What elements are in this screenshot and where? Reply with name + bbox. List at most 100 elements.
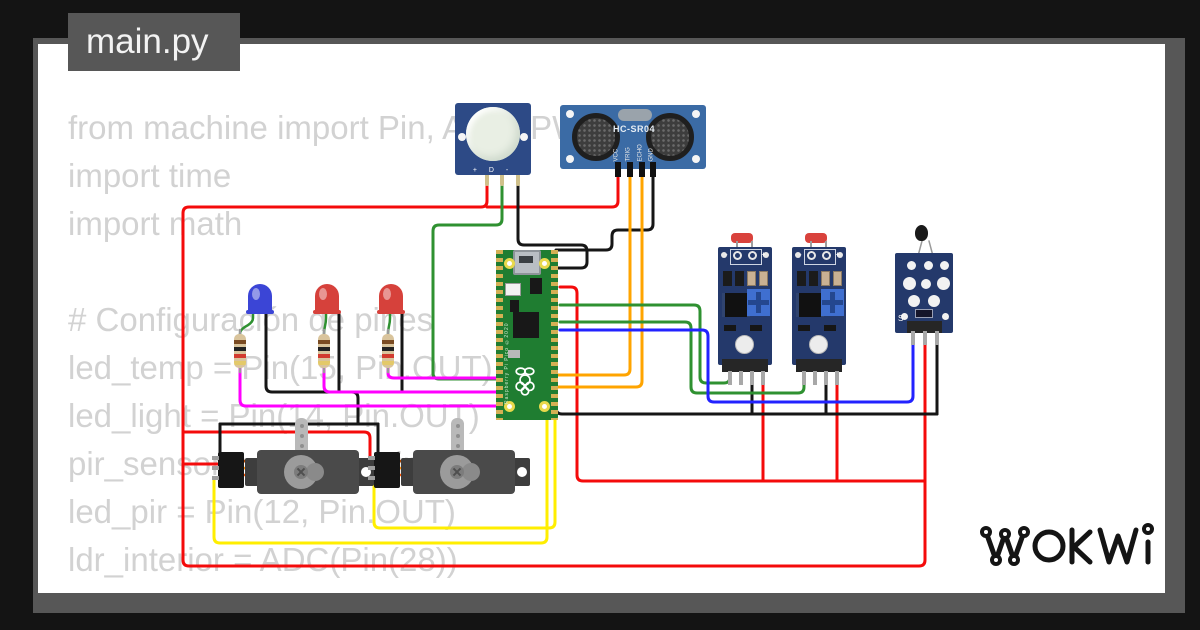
smd-part — [809, 271, 818, 286]
wire-black[interactable] — [264, 310, 360, 426]
resistor-1[interactable] — [234, 334, 246, 368]
wire-yellow[interactable] — [372, 402, 557, 530]
pin-a0[interactable] — [802, 371, 806, 385]
pin-vcc[interactable] — [923, 331, 927, 345]
pin-trig[interactable] — [627, 162, 633, 177]
mounting-hole — [566, 155, 574, 163]
sensor-pad — [809, 335, 828, 354]
wire-green[interactable] — [431, 178, 504, 381]
screw-terminal — [730, 249, 762, 265]
potentiometer[interactable] — [821, 289, 844, 316]
pin-label: VCC — [613, 148, 620, 162]
pin-gnd[interactable] — [650, 162, 656, 177]
wire-green[interactable] — [558, 303, 732, 385]
pin-s[interactable] — [911, 331, 915, 345]
pico-left-pins[interactable] — [496, 250, 503, 420]
photoresistor-leg — [810, 241, 812, 251]
servo-2[interactable] — [368, 418, 538, 494]
raspberry-pi-pico[interactable]: Raspberry Pi Pico ©2020 — [496, 250, 558, 420]
smd-part — [797, 271, 806, 286]
wire-magenta[interactable] — [386, 366, 498, 380]
pin-header — [722, 359, 768, 372]
connector-pin[interactable] — [368, 476, 375, 480]
pico-right-pins[interactable] — [551, 250, 558, 420]
pir-dome — [466, 107, 520, 161]
wokwi-logo — [980, 523, 1154, 566]
pin-vcc[interactable] — [615, 162, 621, 177]
pir-motion-sensor[interactable]: + D - — [455, 103, 531, 175]
wire-black[interactable] — [516, 178, 589, 270]
usb-connector — [513, 250, 541, 275]
ntc-temperature-module[interactable]: S - — [895, 225, 953, 347]
led-blue[interactable] — [246, 284, 274, 314]
connector-pin[interactable] — [212, 476, 219, 480]
led-red-2[interactable] — [377, 284, 405, 314]
terminal-plus-label: + — [835, 250, 840, 259]
wire-orange[interactable] — [554, 172, 644, 389]
pin-vcc[interactable] — [761, 371, 765, 385]
connector-pin[interactable] — [368, 466, 375, 470]
mounting-hole — [795, 252, 801, 258]
pin-vcc[interactable] — [835, 371, 839, 385]
ldr-module-1[interactable]: - + — [718, 233, 772, 385]
comparator-ic — [722, 293, 750, 317]
resistor-3[interactable] — [382, 334, 394, 368]
code-line: import time — [68, 157, 232, 194]
servo-connector[interactable] — [374, 452, 400, 488]
hcsr04-ultrasonic-sensor[interactable]: HC-SR04 VCC TRIG ECHO GND — [560, 105, 706, 177]
wire-magenta[interactable] — [238, 366, 498, 408]
mounting-hole — [458, 133, 466, 141]
bootsel-button[interactable] — [505, 283, 521, 296]
pad-hole — [908, 295, 920, 307]
wire-orange[interactable] — [554, 172, 632, 377]
pad-hole — [924, 261, 933, 270]
photoresistor-leg — [736, 241, 738, 251]
connector-pin[interactable] — [212, 456, 219, 460]
ldr-module-2[interactable]: - + — [792, 233, 846, 385]
smd-part — [821, 271, 830, 286]
servo-1[interactable] — [212, 418, 382, 494]
wire-blue[interactable] — [558, 328, 915, 404]
ultrasonic-transmitter — [572, 113, 620, 161]
filename-tab[interactable]: main.py — [68, 13, 240, 71]
code-line: led_pir = Pin(12, Pin.OUT) — [68, 493, 456, 530]
pin-s-label: S — [898, 314, 904, 323]
pin-header — [907, 321, 942, 333]
pico-silkscreen-label: Raspberry Pi Pico ©2020 — [504, 322, 510, 404]
mounting-hole — [504, 258, 515, 269]
photoresistor — [731, 233, 753, 243]
servo-screw — [294, 465, 308, 479]
smd-part — [824, 325, 836, 331]
servo-connector[interactable] — [218, 452, 244, 488]
screw-terminal — [804, 249, 836, 265]
wire-red[interactable] — [485, 172, 620, 209]
rp2040-chip — [513, 312, 539, 338]
resistor-2[interactable] — [318, 334, 330, 368]
pad-hole — [942, 313, 949, 320]
pin-gnd[interactable] — [750, 371, 754, 385]
sensor-pad — [735, 335, 754, 354]
ultrasonic-receiver — [646, 113, 694, 161]
pad-hole — [940, 261, 949, 270]
pin-gnd[interactable] — [824, 371, 828, 385]
smd-part — [750, 325, 762, 331]
pin-gnd[interactable] — [935, 331, 939, 345]
pin-a0[interactable] — [728, 371, 732, 385]
wire-green[interactable] — [558, 320, 806, 395]
wire-magenta[interactable] — [322, 366, 498, 394]
terminal-hole — [748, 251, 757, 260]
led-red-1[interactable] — [313, 284, 341, 314]
wire-red[interactable] — [558, 285, 927, 483]
pin-echo[interactable] — [639, 162, 645, 177]
potentiometer[interactable] — [747, 289, 770, 316]
wire-black[interactable] — [554, 172, 655, 252]
thermistor-bead — [915, 225, 928, 241]
wire-yellow[interactable] — [212, 402, 549, 545]
pin-d0[interactable] — [813, 371, 817, 385]
terminal-minus-label: - — [725, 250, 728, 259]
pin-d0[interactable] — [739, 371, 743, 385]
connector-pin[interactable] — [368, 456, 375, 460]
wire-red[interactable] — [181, 178, 927, 568]
connector-pin[interactable] — [212, 466, 219, 470]
